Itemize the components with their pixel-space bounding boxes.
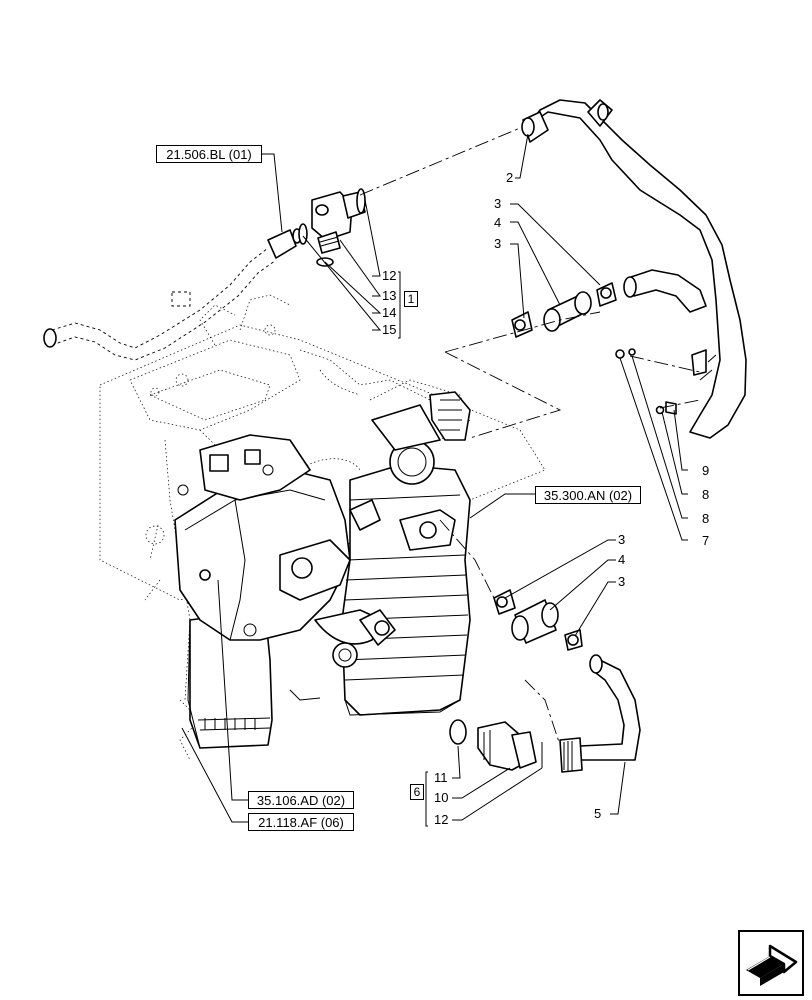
lower-hose [559, 654, 641, 773]
reference-21-118-af[interactable]: 21.118.AF (06) [248, 813, 354, 831]
callout-10: 10 [434, 790, 448, 805]
next-page-button[interactable] [738, 930, 804, 996]
callout-4-upper: 4 [494, 215, 501, 230]
callout-3-lower-a: 3 [618, 532, 625, 547]
inlet-pipe-phantom [43, 228, 302, 361]
reference-35-106-ad[interactable]: 35.106.AD (02) [248, 791, 354, 809]
elbow-fitting [449, 719, 543, 771]
alignment-lines [359, 127, 701, 746]
callout-3-upper-a: 3 [494, 196, 501, 211]
engine-components [174, 391, 471, 749]
callout-numbers: 2 3 4 3 12 13 14 15 9 8 8 7 3 4 3 11 10 … [382, 170, 709, 827]
long-hose [521, 99, 747, 439]
reference-35-300-an[interactable]: 35.300.AN (02) [535, 486, 641, 504]
callout-8-a: 8 [702, 487, 709, 502]
upper-hose-assembly [511, 269, 707, 338]
callout-9: 9 [702, 463, 709, 478]
callout-4-lower: 4 [618, 552, 625, 567]
callout-14: 14 [382, 305, 396, 320]
callout-8-b: 8 [702, 511, 709, 526]
bolts [615, 348, 677, 415]
callout-12-upper: 12 [382, 268, 396, 283]
callout-12-lower: 12 [434, 812, 448, 827]
callout-5: 5 [594, 806, 601, 821]
kit-label-6: 6 [410, 784, 424, 800]
callout-2: 2 [506, 170, 513, 185]
callout-15: 15 [382, 322, 396, 337]
callout-13: 13 [382, 288, 396, 303]
reference-21-506-bl[interactable]: 21.506.BL (01) [156, 145, 262, 163]
callout-3-lower-b: 3 [618, 574, 625, 589]
next-page-arrow-icon [746, 944, 798, 986]
callout-11: 11 [434, 770, 448, 785]
tee-fitting [298, 188, 366, 267]
kit-label-1: 1 [404, 291, 418, 307]
lower-hose-assembly [493, 589, 583, 651]
callout-3-upper-b: 3 [494, 236, 501, 251]
callout-7: 7 [702, 533, 709, 548]
leader-lines [181, 133, 688, 827]
